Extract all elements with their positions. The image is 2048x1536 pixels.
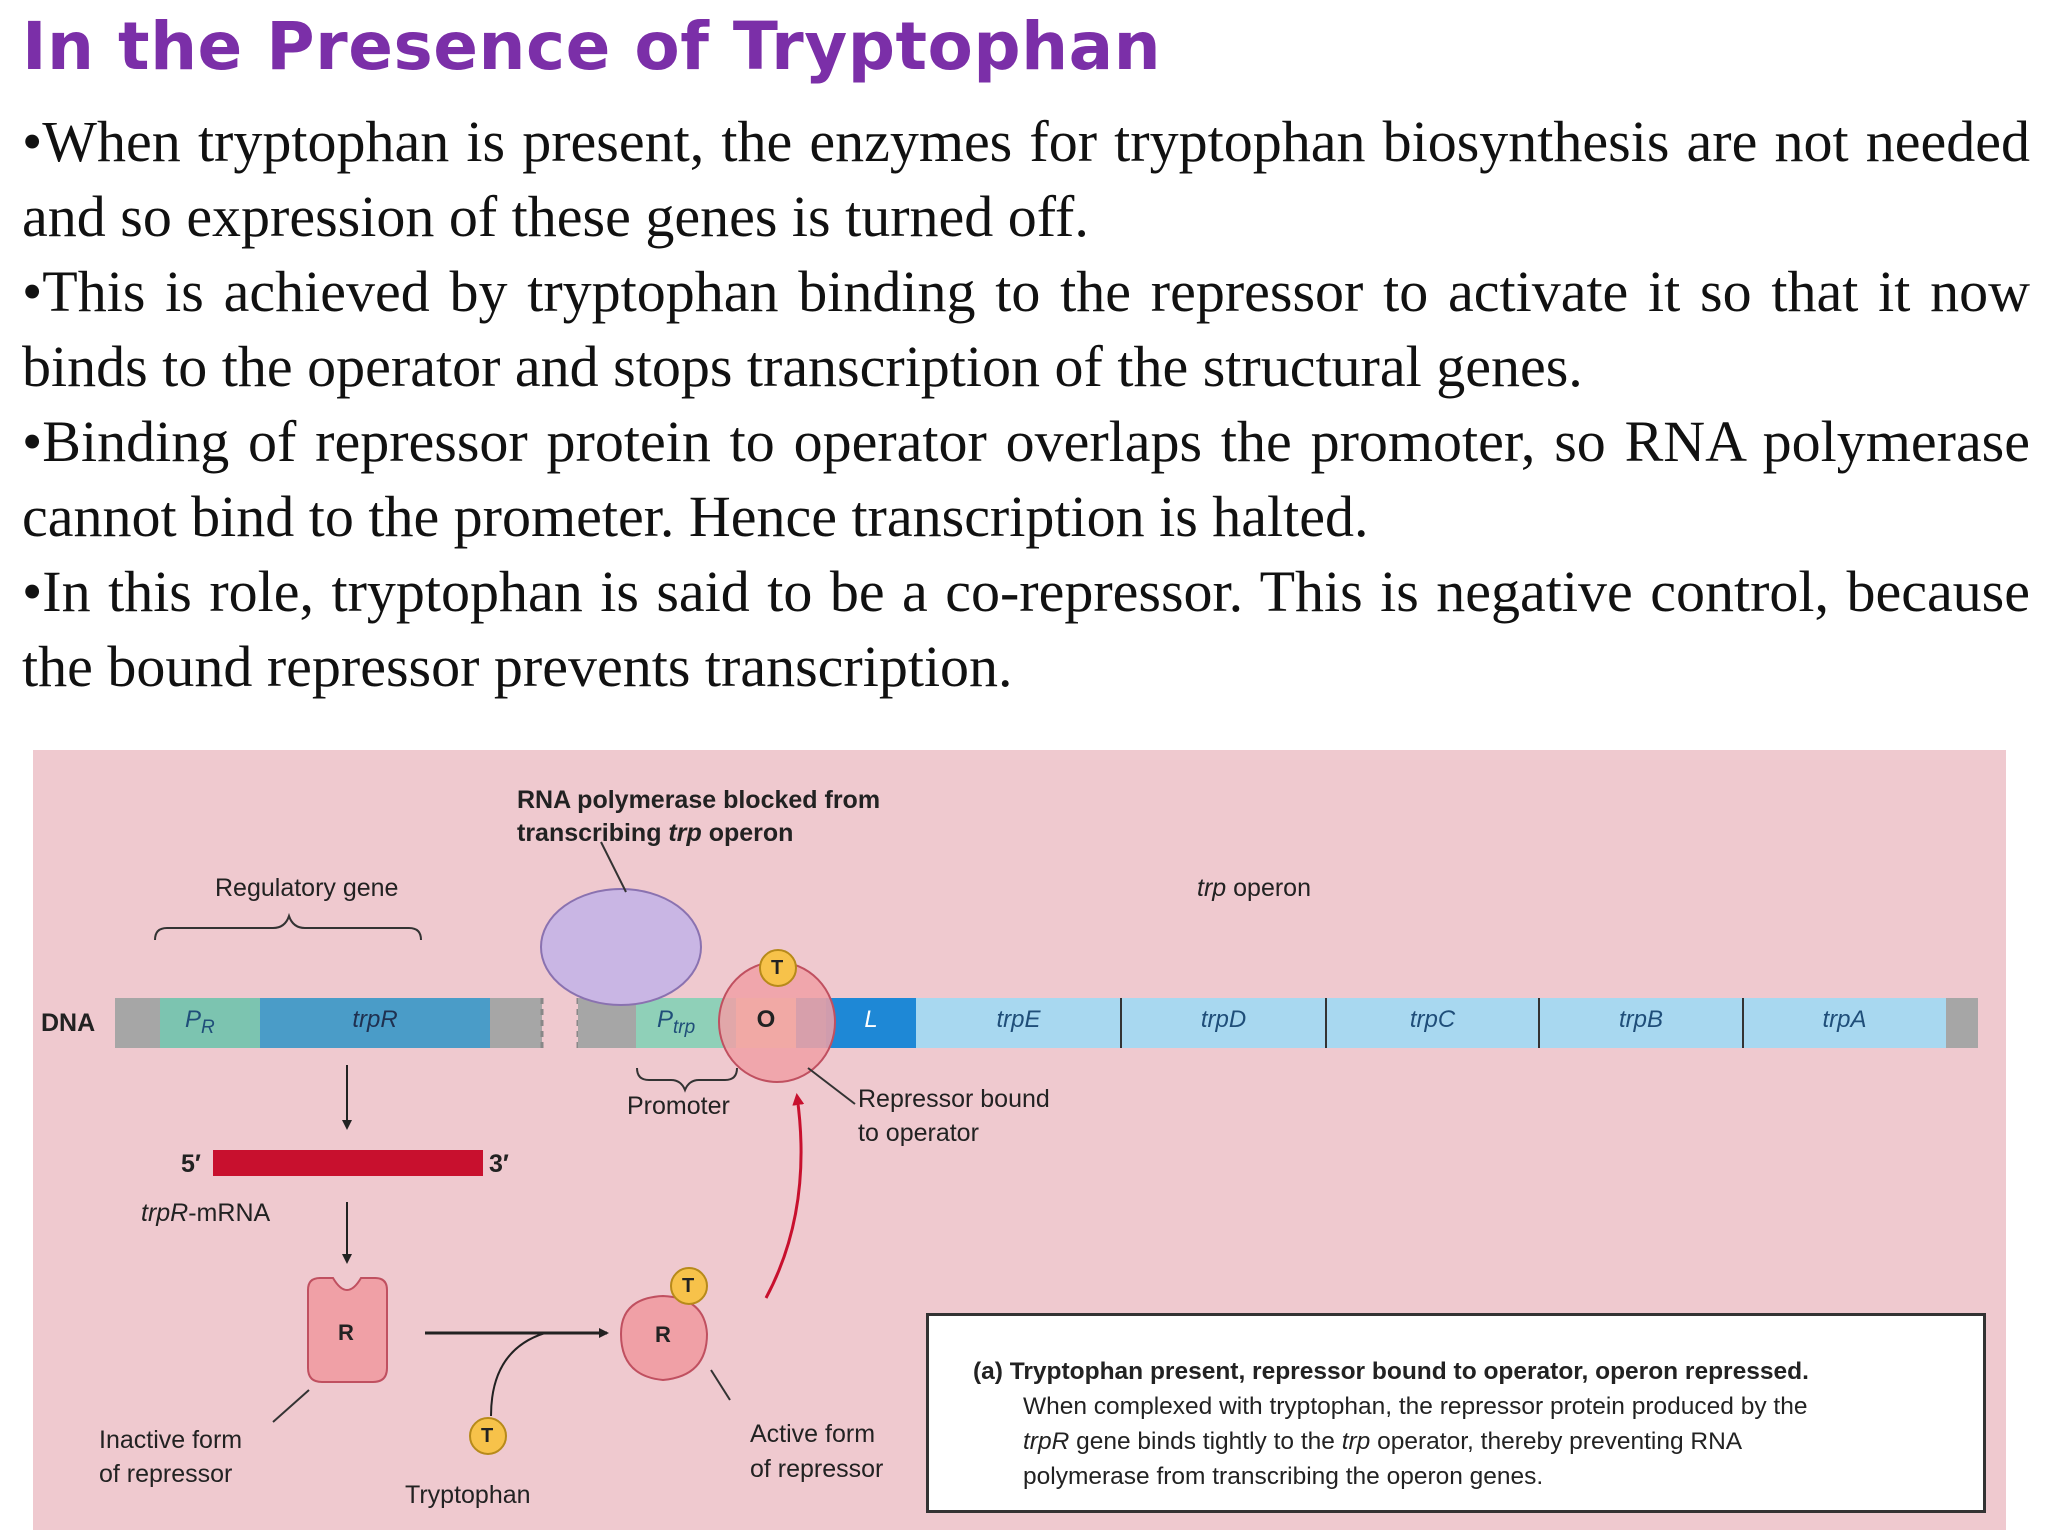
five-prime-label: 5′ [181, 1150, 201, 1178]
inactive-label-line1: Inactive form [99, 1426, 243, 1454]
tryptophan-label: Tryptophan [405, 1481, 531, 1509]
inactive-repressor [307, 1277, 388, 1383]
gene-trpA: trpA [1822, 1006, 1867, 1033]
caption-trpR: trpR [1023, 1428, 1070, 1455]
binding-arrow [764, 1093, 805, 1299]
inactive-repressor-letter: R [338, 1320, 354, 1345]
three-prime-label: 3′ [489, 1150, 509, 1178]
active-tryptophan-letter: T [682, 1275, 695, 1297]
dna-strand-left [115, 998, 544, 1048]
trpR-mrna [213, 1150, 483, 1176]
rnap-label-part-b: trp [668, 819, 702, 847]
regulatory-gene-brace [154, 912, 422, 941]
caption-line1: When complexed with tryptophan, the repr… [1023, 1393, 1808, 1420]
caption-line3: polymerase from transcribing the operon … [1023, 1463, 1544, 1490]
caption-heading: (a) Tryptophan present, repressor bound … [973, 1358, 1809, 1385]
ptrp-label: Ptrp [657, 1006, 695, 1039]
promoter-brace [636, 1067, 738, 1093]
ptrp-main: P [657, 1006, 674, 1033]
gene-trpD: trpD [1200, 1006, 1247, 1033]
rnap-label-part-c: operon [701, 819, 794, 847]
free-tryptophan-letter: T [481, 1425, 494, 1447]
bullet-2: •This is achieved by tryptophan binding … [22, 259, 2030, 399]
rnap-label-line2: transcribing trp operon [517, 819, 793, 848]
free-tryptophan [469, 1417, 507, 1455]
mrna-text: -mRNA [188, 1199, 271, 1227]
bullet-4: •In this role, tryptophan is said to be … [22, 559, 2030, 699]
repressor-bound-line2: to operator [858, 1119, 979, 1147]
bullet-3: •Binding of repressor protein to operato… [22, 409, 2030, 549]
gene-trpB: trpB [1618, 1006, 1663, 1033]
mrna-label: trpR-mRNA [141, 1199, 270, 1228]
active-label-line2: of repressor [750, 1455, 884, 1483]
trp-operon-diagram: RNA polymerase blocked from transcribing… [33, 750, 2006, 1530]
pr-label: PR [185, 1006, 215, 1039]
active-repressor [619, 1294, 709, 1382]
bound-tryptophan [759, 949, 797, 987]
trp-operon-label: trp operon [1197, 874, 1311, 903]
rna-polymerase [540, 888, 702, 1006]
rnap-label-part-a: transcribing [517, 819, 669, 847]
rnap-label-line1: RNA polymerase blocked from [517, 786, 881, 814]
figure-caption: (a) Tryptophan present, repressor bound … [926, 1313, 1986, 1513]
inactive-label-line2: of repressor [99, 1460, 233, 1488]
diagram-graphics [115, 841, 1978, 1455]
active-label-line1: Active form [750, 1420, 876, 1448]
caption-line2-d: operator, thereby preventing RNA [1370, 1428, 1743, 1455]
caption-line2-b: gene binds tightly to the [1069, 1428, 1342, 1455]
active-tryptophan [670, 1267, 708, 1305]
repressor-bound-line1: Repressor bound [858, 1085, 1050, 1113]
leader-label: L [864, 1006, 878, 1033]
operator-label: O [756, 1006, 776, 1033]
gene-trpC: trpC [1409, 1006, 1456, 1033]
bound-tryptophan-letter: T [771, 957, 784, 979]
promoter-label: Promoter [627, 1092, 730, 1120]
pr-main: P [185, 1006, 202, 1033]
caption-line2: trpR gene binds tightly to the trp opera… [1023, 1424, 1953, 1459]
trp-operon-italic: trp [1197, 874, 1227, 902]
ptrp-sub: trp [673, 1016, 696, 1038]
caption-trp: trp [1341, 1428, 1371, 1455]
trp-operon-text: operon [1226, 874, 1311, 902]
active-repressor-letter: R [655, 1322, 671, 1347]
pr-sub: R [201, 1016, 215, 1038]
bullet-1: •When tryptophan is present, the enzymes… [22, 109, 2030, 249]
regulatory-gene-label: Regulatory gene [215, 874, 399, 902]
mrna-italic: trpR [141, 1199, 189, 1227]
slide-title: In the Presence of Tryptophan [22, 8, 1162, 85]
trpR-gene-label: trpR [352, 1006, 398, 1033]
dna-label: DNA [41, 1009, 96, 1037]
bullet-list: •When tryptophan is present, the enzymes… [22, 104, 2030, 704]
gene-trpE: trpE [996, 1006, 1041, 1033]
